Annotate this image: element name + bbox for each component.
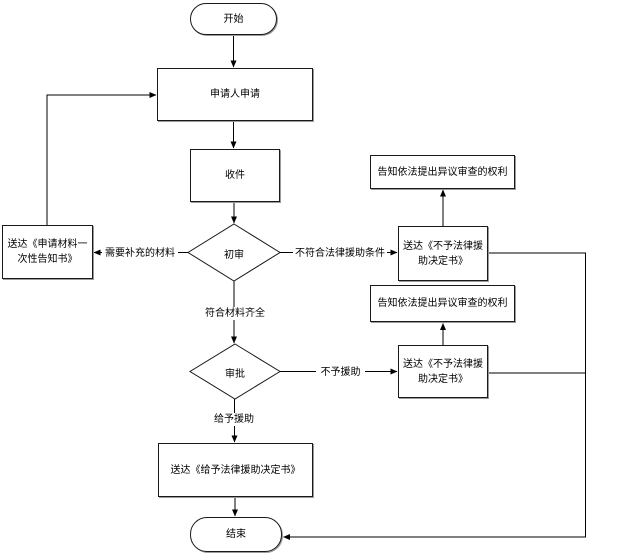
deny-decision-top-node: 送达《不予法律援助决定书》 bbox=[398, 226, 488, 281]
approval-diamond bbox=[189, 343, 281, 400]
notify-materials-node: 送达《申请材料一次性告知书》 bbox=[2, 225, 93, 279]
inform-objection-right-mid-label: 告知依法提出异议审查的权利 bbox=[377, 298, 508, 309]
initial-review-diamond bbox=[187, 223, 281, 282]
grant-decision-label: 送达《给予法律援助决定书》 bbox=[170, 464, 301, 476]
edge-notify-materials-to-apply bbox=[46, 92, 157, 225]
deny-decision-mid-label: 送达《不予法律援助决定书》 bbox=[403, 358, 483, 385]
applicant-apply-node: 申请人申请 bbox=[157, 68, 313, 121]
approval-text: 审批 bbox=[225, 369, 245, 380]
receive-documents-label: 收件 bbox=[225, 170, 245, 181]
initial-review-text: 初审 bbox=[224, 250, 244, 261]
start-label: 开始 bbox=[223, 13, 244, 25]
receive-documents-node: 收件 bbox=[190, 149, 280, 202]
end-node: 结束 bbox=[190, 517, 282, 552]
grant-decision-node: 送达《给予法律援助决定书》 bbox=[158, 443, 313, 497]
start-node: 开始 bbox=[190, 3, 277, 35]
edge-label-need-supplement: 需要补充的材料 bbox=[102, 246, 178, 260]
edge-label-not-qualified: 不符合法律援助条件 bbox=[293, 246, 387, 260]
deny-decision-mid-node: 送达《不予法律援助决定书》 bbox=[398, 345, 488, 398]
edge-label-deny-aid: 不予援助 bbox=[316, 365, 365, 379]
edge-label-materials-complete: 符合材料齐全 bbox=[202, 306, 268, 320]
notify-materials-label: 送达《申请材料一次性告知书》 bbox=[7, 239, 88, 265]
inform-objection-right-top-label: 告知依法提出异议审查的权利 bbox=[377, 166, 508, 178]
edge-label-grant-aid: 给予援助 bbox=[210, 412, 258, 426]
inform-objection-right-mid-node: 告知依法提出异议审查的权利 bbox=[370, 285, 515, 322]
applicant-apply-label: 申请人申请 bbox=[210, 89, 260, 100]
edge-deny-decision-top-to-end bbox=[283, 252, 586, 540]
inform-objection-right-top-node: 告知依法提出异议审查的权利 bbox=[370, 155, 515, 189]
end-label: 结束 bbox=[226, 529, 246, 540]
deny-decision-top-label: 送达《不予法律援助决定书》 bbox=[403, 240, 483, 267]
